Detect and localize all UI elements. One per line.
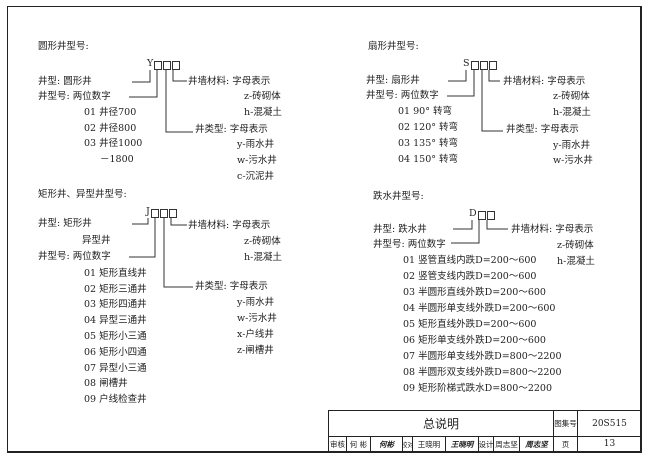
rect-type-label: 井型: 矩形井 xyxy=(38,218,92,229)
drop-number: 05 矩形直线外跌D=200～600 xyxy=(403,319,537,330)
code-box xyxy=(163,61,172,70)
rect-kind-option: w-污水井 xyxy=(237,313,277,324)
round-kind-label: 井类型: 字母表示 xyxy=(195,124,268,135)
code-box xyxy=(168,209,177,218)
drop-number-label: 井型号: 两位数字 xyxy=(373,239,446,250)
code-letter: D xyxy=(469,208,477,219)
checker-signature: 王晓明 xyxy=(446,437,479,452)
rect-number-label: 井型号: 两位数字 xyxy=(38,251,111,262)
code-box xyxy=(154,61,163,70)
design-label: 设计 xyxy=(479,437,494,452)
rect-number: 02 矩形三通井 xyxy=(84,284,147,295)
round-wall-option: z-砖砌体 xyxy=(244,91,281,102)
code-box xyxy=(172,61,181,70)
round-number-01: 01 井径700 xyxy=(84,107,137,118)
code-letter: S xyxy=(463,58,470,69)
sector-type-label: 井型: 扇形井 xyxy=(366,75,420,86)
round-kind-option: c-沉泥井 xyxy=(237,171,275,182)
rect-wall-label: 井墙材料: 字母表示 xyxy=(188,220,271,231)
code-letter: Y xyxy=(147,58,154,69)
drop-number: 01 竖管直线内跌D=200～600 xyxy=(403,255,537,266)
code-box xyxy=(477,211,486,220)
round-wall-option: h-混凝土 xyxy=(244,107,282,118)
checker-name: 王晓明 xyxy=(413,437,446,452)
drop-number: 06 矩形单支线外跌D=200～600 xyxy=(403,335,546,346)
page-number: 13 xyxy=(578,437,642,452)
drop-number: 09 矩形阶梯式跌水D=800～2200 xyxy=(403,383,552,394)
rect-kind-option: z-闸槽井 xyxy=(237,345,274,356)
round-code: Y xyxy=(147,58,181,70)
round-type-label: 井型: 圆形井 xyxy=(38,76,92,87)
sector-kind-option: w-污水井 xyxy=(553,155,593,166)
review-label: 审核 xyxy=(329,437,347,452)
rect-number: 03 矩形四通井 xyxy=(84,299,147,310)
code-box xyxy=(488,61,497,70)
drop-wall-option: h-混凝土 xyxy=(557,256,595,267)
drop-type-label: 井型: 跌水井 xyxy=(373,224,427,235)
designer-name: 周志坚 xyxy=(494,437,520,452)
rect-code: J xyxy=(146,206,177,218)
reviewer-signature: 何彬 xyxy=(371,437,403,452)
round-kind-option: w-污水井 xyxy=(237,155,277,166)
sector-kind-label: 井类型: 字母表示 xyxy=(506,124,579,135)
drop-code: D xyxy=(469,208,495,220)
rect-section-title: 矩形井、异型井型号: xyxy=(38,189,127,200)
sector-number: 04 150° 转弯 xyxy=(398,154,459,165)
sector-wall-option: h-混凝土 xyxy=(553,107,591,118)
sector-kind-option: y-雨水井 xyxy=(553,140,591,151)
reviewer-name: 何 彬 xyxy=(347,437,371,452)
drop-wall-label: 井墙材料: 字母表示 xyxy=(511,224,594,235)
drop-wall-option: z-砖砌体 xyxy=(557,240,594,251)
sector-wall-option: z-砖砌体 xyxy=(553,91,590,102)
rect-number: 09 户线检查井 xyxy=(84,394,147,405)
rect-wall-option: z-砖砌体 xyxy=(244,236,281,247)
atlas-label: 图集号 xyxy=(554,411,578,437)
rect-number: 04 异型三通井 xyxy=(84,315,147,326)
sector-code: S xyxy=(463,58,497,70)
code-box xyxy=(486,211,495,220)
sector-number-label: 井型号: 两位数字 xyxy=(366,90,439,101)
sector-number: 01 90° 转弯 xyxy=(398,106,452,117)
drawing-frame xyxy=(7,6,642,453)
rect-number: 01 矩形直线井 xyxy=(84,268,147,279)
drop-number: 07 半圆形单支线外跌D=800～2200 xyxy=(403,351,562,362)
code-box xyxy=(159,209,168,218)
check-label: 校对 xyxy=(403,437,413,452)
drop-number: 04 半圆形单支线外跌D=200～600 xyxy=(403,303,556,314)
sector-wall-label: 井墙材料: 字母表示 xyxy=(503,76,586,87)
page-label: 页 xyxy=(554,437,578,452)
rect-number: 06 矩形小四通 xyxy=(84,347,147,358)
sector-number: 02 120° 转弯 xyxy=(398,122,459,133)
round-kind-option: y-雨水井 xyxy=(237,139,275,150)
rect-number: 07 异型小三通 xyxy=(84,363,147,374)
drawing-title: 总说明 xyxy=(329,411,554,437)
rect-type-label-2: 异型井 xyxy=(82,235,111,246)
rect-kind-label: 井类型: 字母表示 xyxy=(195,281,268,292)
round-number-label: 井型号: 两位数字 xyxy=(38,91,111,102)
rect-number: 08 闸槽井 xyxy=(84,378,128,389)
round-section-title: 圆形井型号: xyxy=(38,41,89,52)
atlas-number: 20S515 xyxy=(578,411,642,437)
round-number-02: 02 井径800 xyxy=(84,123,137,134)
rect-kind-option: y-雨水井 xyxy=(237,297,275,308)
rect-wall-option: h-混凝土 xyxy=(244,252,282,263)
sector-number: 03 135° 转弯 xyxy=(398,138,459,149)
sector-section-title: 扇形井型号: xyxy=(368,41,419,52)
code-box xyxy=(470,61,479,70)
drop-number: 02 竖管支线内跌D=200～600 xyxy=(403,271,537,282)
drop-section-title: 跌水井型号: xyxy=(373,191,424,202)
code-box xyxy=(150,209,159,218)
code-box xyxy=(479,61,488,70)
rect-kind-option: x-户线井 xyxy=(237,329,274,340)
code-letter: J xyxy=(146,206,150,217)
designer-signature: 周志坚 xyxy=(520,437,554,452)
title-block: 总说明 图集号 20S515 审核 何 彬 何彬 校对 王晓明 王晓明 设计 周… xyxy=(328,410,642,452)
round-number-03-cont: －1800 xyxy=(100,154,134,165)
drop-number: 03 半圆形直线外跌D=200～600 xyxy=(403,287,546,298)
rect-number: 05 矩形小三通 xyxy=(84,331,147,342)
round-wall-label: 井墙材料: 字母表示 xyxy=(188,76,271,87)
round-number-03: 03 井径1000 xyxy=(84,138,143,149)
drop-number: 08 半圆形双支线外跌D=800～2200 xyxy=(403,367,562,378)
